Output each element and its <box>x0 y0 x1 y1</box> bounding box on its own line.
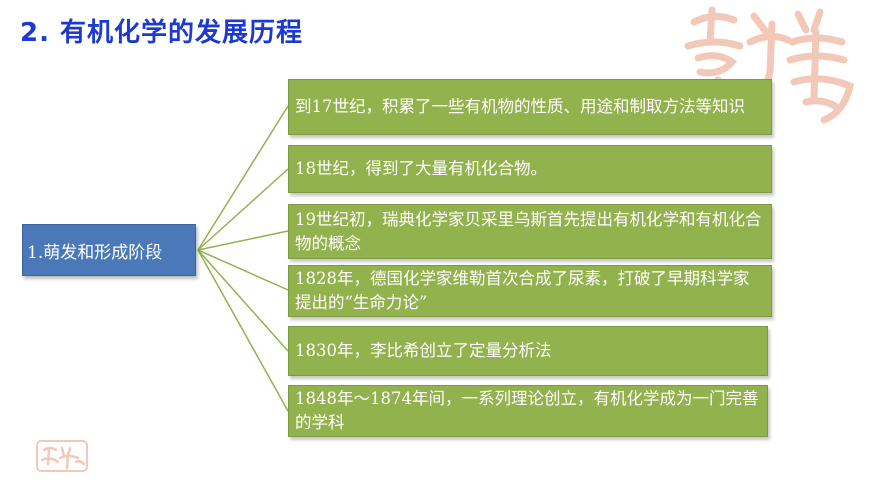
decorative-calligraphy-logo <box>36 440 88 472</box>
node-18th-century: 18世纪，得到了大量有机化合物。 <box>288 145 772 193</box>
connector-line-4 <box>197 249 289 291</box>
page-title: 2. 有机化学的发展历程 <box>20 18 304 48</box>
connector-line-5 <box>197 249 289 352</box>
connector-line-2 <box>197 168 289 251</box>
node-17th-century: 到17世纪，积累了一些有机物的性质、用途和制取方法等知识 <box>288 79 772 135</box>
node-1828-wohler: 1828年，德国化学家维勒首次合成了尿素，打破了早期科学家提出的“生命力论” <box>288 265 772 317</box>
connector-line-1 <box>197 105 289 251</box>
connector-line-3 <box>197 230 289 251</box>
node-1848-1874: 1848年～1874年间，一系列理论创立，有机化学成为一门完善的学科 <box>288 385 768 437</box>
node-1830-liebig: 1830年，李比希创立了定量分析法 <box>288 326 768 376</box>
connector-line-6 <box>197 249 289 412</box>
root-node-budding-stage: 1.萌发和形成阶段 <box>22 224 196 276</box>
node-19th-century-berzelius: 19世纪初，瑞典化学家贝采里乌斯首先提出有机化学和有机化合物的概念 <box>288 204 772 259</box>
